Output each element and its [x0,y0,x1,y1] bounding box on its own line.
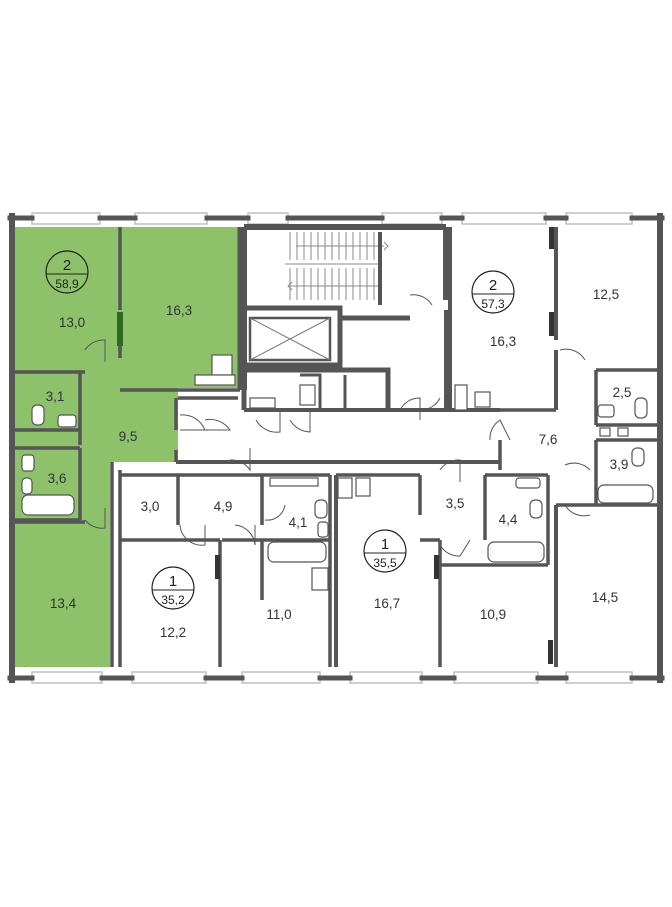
apartment-badge-left[interactable]: 2 58,9 [45,250,89,294]
total-area: 35,2 [161,593,185,607]
room-labels: 13,0 16,3 3,1 9,5 3,6 13,4 16,3 12,5 2,5… [46,287,632,640]
toilet-icon [631,447,645,467]
room-area-label: 12,2 [160,625,186,640]
fixtures [21,354,654,591]
sink-icon [597,404,615,418]
total-area: 57,3 [481,297,505,311]
bathtub-icon [267,541,327,563]
rooms-count: 1 [169,573,177,590]
room-area-label: 9,5 [119,429,138,444]
room-area-label: 10,9 [480,607,506,622]
rooms-count: 1 [381,536,389,553]
total-area: 58,9 [55,277,79,291]
toilet-icon [314,499,328,519]
room-area-label: 16,3 [490,334,516,349]
sink-icon [515,477,541,489]
toilet-icon [21,477,33,495]
room-area-label: 4,9 [214,499,233,514]
room-area-label: 14,5 [592,590,618,605]
room-area-label: 4,4 [499,512,518,527]
room-area-label: 3,6 [48,471,67,486]
toilet-icon [634,397,648,419]
room-area-label: 3,9 [610,457,629,472]
total-area: 35,5 [373,556,397,570]
room-area-label: 11,0 [266,607,291,622]
highlighted-apartment-fill[interactable] [14,227,238,667]
room-area-label: 2,5 [613,385,632,400]
counter-icon [194,374,236,386]
room-area-label: 3,5 [446,496,465,511]
toilet-icon [31,404,45,426]
interior-walls [14,224,658,667]
outer-walls [7,213,665,683]
room-area-label: 16,7 [374,596,400,611]
apartment-badge-bottom-center[interactable]: 1 35,5 [363,529,407,573]
room-area-label: 3,1 [46,389,65,404]
room-area-label: 13,0 [59,315,85,330]
rooms-count: 2 [63,257,71,274]
sink-icon [21,454,35,472]
rooms-count: 2 [489,277,497,294]
bathtub-icon [487,541,545,563]
apartment-badge-bottom-left[interactable]: 1 35,2 [151,566,195,610]
bathtub-icon [21,494,75,516]
room-area-label: 16,3 [166,303,192,318]
stove-icon [211,354,233,376]
sink-icon [57,414,77,428]
room-area-label: 3,0 [141,499,160,514]
bathtub-icon [597,484,654,504]
room-area-label: 12,5 [593,287,619,302]
room-area-label: 7,6 [539,432,558,447]
apartment-badge-right[interactable]: 2 57,3 [471,270,515,314]
toilet-icon [529,499,543,519]
room-area-label: 13,4 [50,596,77,611]
room-area-label: 4,1 [289,515,308,530]
accent-walls [117,227,554,664]
doors [84,294,591,557]
sink-icon [317,521,329,538]
